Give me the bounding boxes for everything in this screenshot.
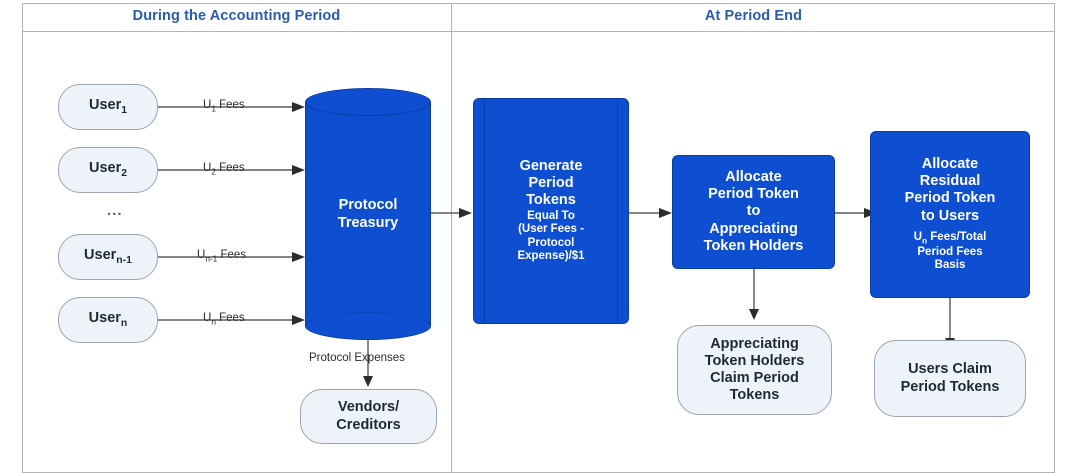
lane-title-right: At Period End: [704, 8, 803, 24]
allocate-appreciating-node[interactable]: Allocate Period Token to Appreciating To…: [672, 155, 835, 269]
lane-vertical-divider: [451, 3, 452, 473]
edge-label-protocol-expenses: Protocol Expenses: [309, 352, 405, 364]
allocate-residual-node[interactable]: Allocate Residual Period Token to Users …: [870, 131, 1030, 298]
allocate-residual-line-2: Residual: [919, 173, 981, 190]
lane-header-divider: [22, 31, 1055, 32]
allocate-residual-sub-line-2: Period Fees: [917, 245, 983, 258]
connector-generate-to-allocate-appreciating: [629, 208, 672, 218]
generate-sub-line-3: Protocol: [527, 236, 575, 249]
allocate-appreciating-line-1: Allocate: [725, 169, 782, 186]
user-node-2-label: User2: [88, 159, 128, 179]
allocate-residual-sub-line-3: Basis: [934, 259, 966, 272]
allocate-appreciating-line-3: to: [746, 203, 761, 220]
allocate-appreciating-line-4: Appreciating: [709, 220, 798, 237]
generate-title-line-2: Period: [528, 175, 574, 192]
generate-sub-line-4: Expense)/$1: [517, 250, 585, 263]
allocate-residual-line-1: Allocate: [921, 156, 979, 173]
connector-user-n-minus-1-to-treasury: [158, 252, 305, 262]
appreciating-claim-line-3: Claim Period: [710, 370, 799, 386]
generate-period-tokens-node[interactable]: Generate Period Tokens Equal To (User Fe…: [473, 98, 629, 324]
user-node-n-minus-1-label: Usern-1: [84, 246, 132, 266]
cylinder-seam: [309, 108, 427, 121]
user-node-1-label: User1: [88, 96, 128, 116]
cylinder-cap-bottom: [305, 312, 431, 340]
generate-sub-line-1: Equal To: [527, 209, 575, 222]
allocate-residual-line-3: Period Token: [904, 190, 996, 207]
users-claim-line-1: Users Claim: [908, 361, 992, 378]
connector-user2-to-treasury: [158, 165, 305, 175]
user-node-n[interactable]: Usern: [58, 297, 158, 343]
connector-user1-to-treasury: [158, 102, 305, 112]
connector-user-n-to-treasury: [158, 315, 305, 325]
appreciating-holders-claim-node[interactable]: Appreciating Token Holders Claim Period …: [677, 325, 832, 415]
edge-label-u1-fees: U1 Fees: [203, 99, 245, 114]
users-claim-period-tokens-node[interactable]: Users Claim Period Tokens: [874, 340, 1026, 417]
user-node-n-minus-1[interactable]: Usern-1: [58, 234, 158, 280]
users-claim-line-2: Period Tokens: [900, 378, 1000, 395]
generate-sub-line-2: (User Fees -: [518, 223, 584, 236]
edge-label-un-fees: Un Fees: [203, 312, 245, 327]
users-ellipsis: ...: [107, 202, 123, 219]
edge-label-un-1-fees: Un-1 Fees: [197, 249, 247, 264]
generate-title-line-1: Generate: [519, 158, 583, 175]
user-node-n-label: Usern: [88, 309, 128, 329]
user-node-1[interactable]: User1: [58, 84, 158, 130]
connector-allocate-appreciating-to-claim: [749, 269, 759, 320]
connector-treasury-to-generate: [431, 208, 472, 218]
vendors-line-2: Creditors: [336, 416, 401, 433]
generate-title-line-3: Tokens: [526, 192, 576, 209]
lane-title-left: During the Accounting Period: [132, 8, 341, 24]
cylinder-body: [305, 102, 431, 326]
vendors-creditors-node[interactable]: Vendors/ Creditors: [300, 389, 437, 444]
protocol-treasury-cylinder[interactable]: Protocol Treasury: [305, 88, 431, 340]
user-node-2[interactable]: User2: [58, 147, 158, 193]
appreciating-claim-line-2: Token Holders: [704, 352, 805, 369]
connector-treasury-to-vendors: [363, 338, 373, 387]
edge-label-u2-fees: U2 Fees: [203, 162, 245, 177]
allocate-residual-line-4: to Users: [920, 207, 980, 224]
appreciating-claim-line-4: Tokens: [729, 387, 780, 404]
allocate-appreciating-line-5: Token Holders: [703, 237, 804, 254]
vendors-line-1: Vendors/: [337, 399, 400, 416]
protocol-treasury-label: Protocol Treasury: [337, 196, 399, 231]
allocate-residual-sub-line-1: Un Fees/Total: [913, 230, 987, 245]
appreciating-claim-line-1: Appreciating: [710, 335, 799, 352]
allocate-appreciating-line-2: Period Token: [708, 186, 799, 203]
